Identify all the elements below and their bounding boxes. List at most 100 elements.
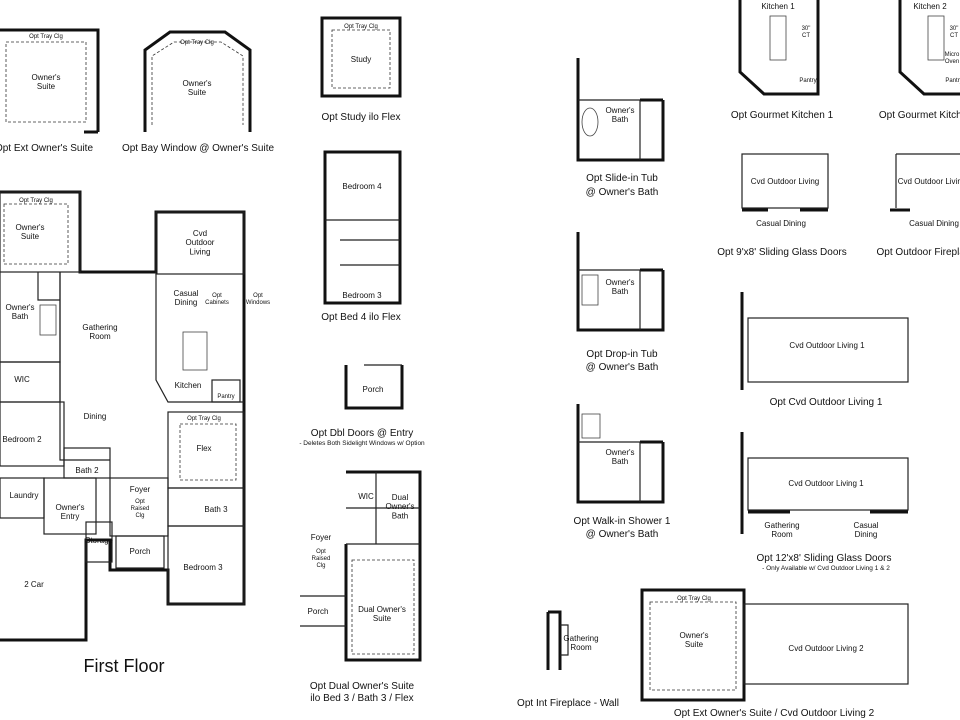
room-cvd-outdoor-living-2: Cvd Outdoor Living 2	[788, 644, 864, 653]
room-casual-dining-9x8: Casual Dining	[756, 219, 806, 228]
tray-ceiling-label: Opt Tray Clg	[180, 40, 214, 46]
caption-opt-slidein-line2: @ Owner's Bath	[586, 187, 659, 198]
caption-opt-ext-owners-suite: Opt Ext Owner's Suite	[0, 143, 93, 154]
room-foyer: Foyer	[130, 485, 151, 494]
room-wic: WIC	[14, 375, 30, 384]
opt-gourmet-kitchen-1-diagram: Kitchen 1 30"CT Pantry Opt Gourmet Kitch…	[731, 0, 834, 121]
room-bedroom-2: Bedroom 2	[2, 435, 42, 444]
caption-opt-outdoor-fireplace: Opt Outdoor Fireplace	[877, 247, 960, 258]
room-casual-dining-fireplace: Casual Dining	[909, 219, 959, 228]
opt-outdoor-fireplace-diagram: Cvd Outdoor Living Casual Dining Opt Out…	[877, 153, 960, 258]
caption-opt-dropin-line2: @ Owner's Bath	[586, 362, 659, 373]
caption-opt-sliding-9x8: Opt 9'x8' Sliding Glass Doors	[717, 247, 846, 258]
room-bedroom-4: Bedroom 4	[342, 182, 382, 191]
caption-opt-walkin-line2: @ Owner's Bath	[586, 529, 659, 540]
room-dual-wic: WIC	[358, 492, 374, 501]
room-porch: Porch	[130, 547, 151, 556]
caption-opt-slidein-line1: Opt Slide-in Tub	[586, 173, 658, 184]
label-30-ct: 30"CT	[802, 26, 811, 39]
tray-ceiling-label: Opt Tray Clg	[19, 198, 53, 204]
caption-opt-dropin-line1: Opt Drop-in Tub	[586, 349, 658, 360]
caption-opt-gourmet-1: Opt Gourmet Kitchen 1	[731, 110, 834, 121]
caption-opt-study: Opt Study ilo Flex	[322, 112, 401, 123]
room-2-car-garage: 2 Car	[24, 580, 44, 589]
caption-opt-gourmet-2: Opt Gourmet Kitchen 2	[879, 110, 960, 121]
room-flex: Flex	[196, 444, 211, 453]
caption-opt-ext-suite-cvd2: Opt Ext Owner's Suite / Cvd Outdoor Livi…	[674, 708, 875, 719]
opt-cvd-outdoor-living-1-diagram: Cvd Outdoor Living 1 Opt Cvd Outdoor Liv…	[740, 292, 909, 408]
room-bath-3: Bath 3	[204, 505, 228, 514]
room-kitchen-1: Kitchen 1	[761, 2, 795, 11]
opt-dbl-doors-diagram: Porch Opt Dbl Doors @ Entry - Deletes Bo…	[299, 364, 425, 447]
caption-opt-int-fireplace: Opt Int Fireplace - Wall	[517, 698, 619, 709]
tray-ceiling-label: Opt Tray Clg	[677, 596, 711, 602]
caption-opt-dual-suite-line1: Opt Dual Owner's Suite	[310, 681, 415, 692]
room-cvd-outdoor-living-1: Cvd Outdoor Living 1	[789, 341, 865, 350]
room-cvd-outdoor-living-9x8: Cvd Outdoor Living	[751, 177, 819, 186]
floor-title: First Floor	[84, 656, 165, 676]
label-30-ct-k2: 30"CT	[950, 26, 959, 39]
opt-study-diagram: Opt Tray Clg Study Opt Study ilo Flex	[320, 16, 402, 123]
caption-opt-cvd-outdoor-1: Opt Cvd Outdoor Living 1	[770, 397, 883, 408]
room-cvd-outdoor-living-1-12x8: Cvd Outdoor Living 1	[788, 479, 864, 488]
caption-opt-sliding-12x8-note: - Only Available w/ Cvd Outdoor Living 1…	[762, 565, 890, 572]
room-storage: Storage	[85, 536, 114, 545]
room-kitchen: Kitchen	[175, 381, 202, 390]
opt-bed4-diagram: Bedroom 4 Bedroom 3 Opt Bed 4 ilo Flex	[321, 150, 402, 323]
caption-opt-bed4: Opt Bed 4 ilo Flex	[321, 312, 400, 323]
room-foyer-dual: Foyer	[311, 533, 332, 542]
caption-opt-dual-suite-line2: ilo Bed 3 / Bath 3 / Flex	[310, 693, 413, 704]
room-pantry: Pantry	[217, 394, 234, 400]
caption-opt-walkin-line1: Opt Walk-in Shower 1	[574, 516, 671, 527]
room-laundry: Laundry	[10, 491, 39, 500]
caption-opt-dbl-doors: Opt Dbl Doors @ Entry	[311, 428, 413, 439]
room-study: Study	[351, 55, 371, 64]
tray-ceiling-label: Opt Tray Clg	[29, 34, 63, 40]
room-dining: Dining	[84, 412, 107, 421]
caption-opt-sliding-12x8: Opt 12'x8' Sliding Glass Doors	[757, 553, 892, 564]
caption-opt-dbl-doors-note: - Deletes Both Sidelight Windows w/ Opti…	[299, 440, 425, 447]
room-bedroom-3: Bedroom 3	[183, 563, 223, 572]
room-kitchen-2: Kitchen 2	[913, 2, 947, 11]
room-pantry-k1: Pantry	[799, 78, 816, 84]
room-pantry-k2: Pantry	[945, 78, 960, 84]
opt-sliding-9x8-diagram: Cvd Outdoor Living Casual Dining Opt 9'x…	[717, 153, 847, 258]
room-porch-dual: Porch	[308, 607, 329, 616]
room-bedroom-3-alt: Bedroom 3	[342, 291, 382, 300]
tray-ceiling-label: Opt Tray Clg	[344, 24, 378, 30]
tray-ceiling-label: Opt Tray Clg	[187, 416, 221, 422]
